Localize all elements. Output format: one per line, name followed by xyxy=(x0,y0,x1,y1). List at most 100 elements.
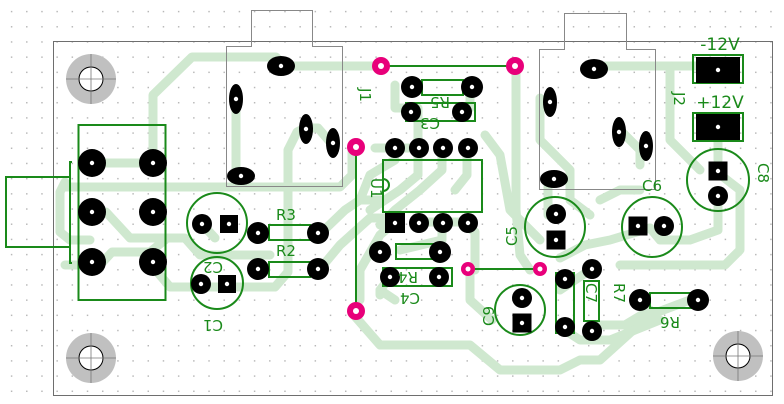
c1-outline xyxy=(190,256,244,310)
c5-pad xyxy=(546,204,566,224)
trace xyxy=(645,191,723,245)
c2-pad-1 xyxy=(220,215,238,233)
c1-pad-1 xyxy=(218,275,236,293)
label-u1: U1 xyxy=(367,178,385,199)
r3-pad xyxy=(247,222,269,244)
silkscreen-labels: J1 J2 U1 R3 R2 R5 C3 R4 C4 C2 C1 C5 C6 C… xyxy=(203,35,772,334)
label-r4: R4 xyxy=(398,268,418,286)
trace xyxy=(665,61,705,175)
trace xyxy=(595,185,645,205)
connector-pad xyxy=(139,149,167,177)
connector-pad xyxy=(78,198,106,226)
r2-pad xyxy=(247,258,269,280)
connector-pad xyxy=(139,198,167,226)
via xyxy=(506,57,524,75)
label-r5: R5 xyxy=(430,93,450,111)
r5-body xyxy=(421,79,464,96)
power-pos-pad xyxy=(696,114,740,140)
c5-pad-1 xyxy=(546,230,566,250)
trace xyxy=(148,52,290,168)
c9-outline xyxy=(494,284,546,336)
trace xyxy=(511,61,535,275)
mounting-hole xyxy=(66,333,116,383)
label-r3: R3 xyxy=(276,206,296,224)
j1-pad xyxy=(229,84,243,114)
mounting-holes xyxy=(66,54,763,383)
connector-pad xyxy=(78,248,106,276)
j1-outline xyxy=(226,10,343,187)
j2-pad xyxy=(612,117,626,147)
label-c5: C5 xyxy=(503,226,521,246)
c3-pad xyxy=(452,102,472,122)
label-c4: C4 xyxy=(400,289,420,307)
j2-pad xyxy=(639,131,653,161)
u1-pad-1 xyxy=(385,213,405,233)
r6-pad xyxy=(687,289,709,311)
j1-pad xyxy=(326,128,340,158)
via xyxy=(461,262,475,276)
label-r7: R7 xyxy=(610,283,628,303)
c7-pad xyxy=(555,317,575,337)
c6-pad-1 xyxy=(628,216,648,236)
j1-pad xyxy=(299,114,313,144)
vias xyxy=(347,57,547,320)
c2-outline xyxy=(186,192,248,254)
label-power-neg: -12V xyxy=(700,35,740,55)
u1-pad xyxy=(433,213,453,233)
connector-pad xyxy=(78,149,106,177)
label-power-pos: +12V xyxy=(696,93,744,113)
r3-pad xyxy=(307,222,329,244)
left-connector-body xyxy=(5,176,71,248)
u1-notch xyxy=(382,178,390,192)
u1-pad xyxy=(409,138,429,158)
connector-pad xyxy=(139,248,167,276)
c8-outline xyxy=(686,148,750,212)
trace xyxy=(315,195,385,239)
c2-pad xyxy=(192,214,212,234)
label-c6: C6 xyxy=(642,177,662,195)
mounting-hole xyxy=(66,54,116,104)
trace xyxy=(355,155,400,205)
mounting-hole xyxy=(713,331,763,381)
jack-outlines xyxy=(226,10,656,190)
label-j1: J1 xyxy=(356,87,374,102)
via xyxy=(347,138,365,156)
trace xyxy=(55,177,95,245)
via xyxy=(347,302,365,320)
c3-pad xyxy=(401,102,421,122)
r4-pad xyxy=(369,241,391,263)
board-outline xyxy=(53,41,773,396)
c7-pad xyxy=(555,269,575,289)
label-c7: C7 xyxy=(582,283,600,303)
r5-pad xyxy=(461,76,483,98)
u1-pad xyxy=(385,138,405,158)
r7-pad xyxy=(582,321,602,341)
u1-outline xyxy=(382,159,483,213)
j1-pad xyxy=(227,167,255,185)
u1-pad xyxy=(409,213,429,233)
c8-pad-1 xyxy=(708,161,728,181)
r6-pad xyxy=(629,289,651,311)
trace xyxy=(365,143,423,215)
power-neg-pad xyxy=(696,57,740,83)
r5-pad xyxy=(401,76,423,98)
label-r6: R6 xyxy=(660,313,680,331)
j2-pad xyxy=(543,87,557,117)
label-c1: C1 xyxy=(203,316,223,334)
c8-pad xyxy=(708,186,728,206)
j1-pad xyxy=(267,56,295,76)
r4-pad xyxy=(429,241,451,263)
c5-outline xyxy=(524,196,586,258)
trace xyxy=(148,123,335,292)
u1-pad xyxy=(433,138,453,158)
j2-pad xyxy=(540,170,568,188)
silkscreen xyxy=(5,54,750,336)
c6-pad xyxy=(654,216,674,236)
pads xyxy=(78,56,740,341)
c1-pad xyxy=(191,274,211,294)
r7-pad xyxy=(582,259,602,279)
trace xyxy=(587,305,655,330)
label-c2: C2 xyxy=(203,258,223,276)
power-pos-outline xyxy=(692,112,744,142)
